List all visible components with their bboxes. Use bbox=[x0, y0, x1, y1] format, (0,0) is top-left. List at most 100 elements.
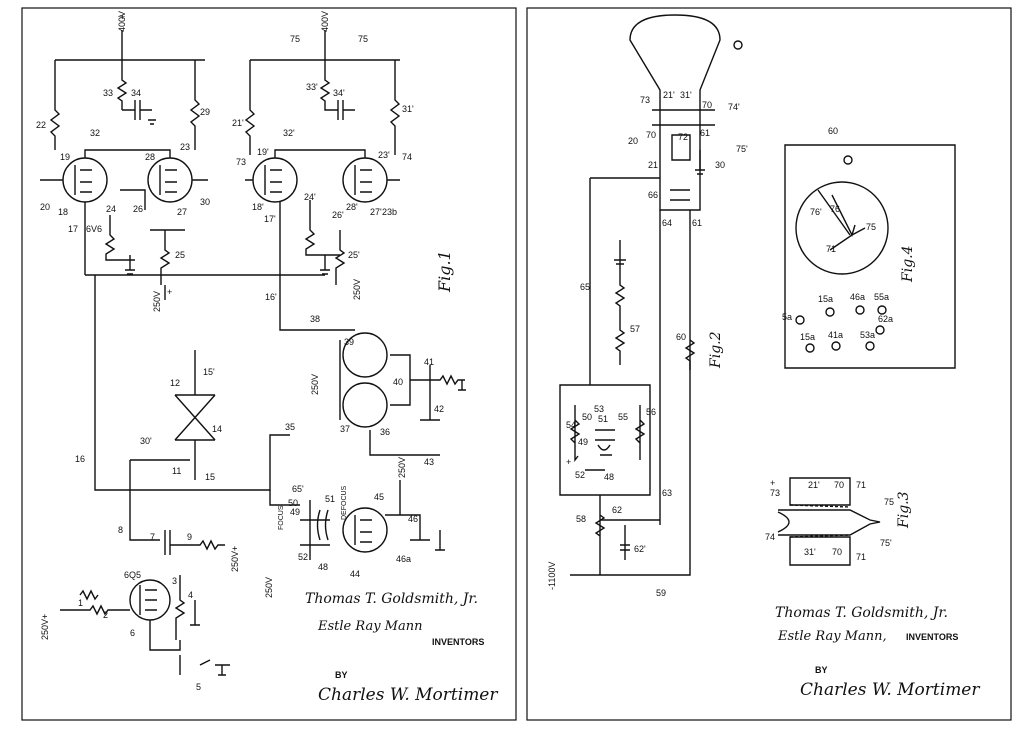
label-35: 35 bbox=[285, 422, 295, 432]
sheet-right-labels: 73 21' 31' 70 74' 20 70 72 61 75' 21 30 … bbox=[547, 90, 980, 700]
label-49: 49 bbox=[290, 507, 300, 517]
label-12: 12 bbox=[170, 378, 180, 388]
r-label-72: 72 bbox=[678, 132, 688, 142]
label-32p: 32' bbox=[283, 128, 295, 138]
label-23: 23 bbox=[180, 142, 190, 152]
r-label-57: 57 bbox=[630, 324, 640, 334]
r-label-62p: 62' bbox=[634, 544, 646, 554]
label-44: 44 bbox=[350, 569, 360, 579]
label-40: 40 bbox=[393, 377, 403, 387]
label-400v: 400V bbox=[117, 11, 127, 32]
r-label-74p: 74' bbox=[728, 102, 740, 112]
label-26: 26 bbox=[133, 204, 143, 214]
sheet-left-labels: 400V + 33 34 22 29 32 19 28 23 20 18 17 … bbox=[36, 11, 498, 705]
r-label-56: 56 bbox=[646, 407, 656, 417]
label-16p: 16' bbox=[265, 292, 277, 302]
label-11: 11 bbox=[172, 466, 181, 476]
label-32: 32 bbox=[90, 128, 100, 138]
f4-label-46a: 46a bbox=[850, 292, 865, 302]
r-label-54: 54 bbox=[566, 420, 576, 430]
label-250v-b: 250V bbox=[352, 279, 362, 300]
r-label-59: 59 bbox=[656, 588, 666, 598]
label-50: 50 bbox=[288, 498, 298, 508]
f3-label-71b: 71 bbox=[856, 552, 866, 562]
attorney-signature: Charles W. Mortimer bbox=[318, 685, 498, 705]
label-14: 14 bbox=[212, 424, 222, 434]
inventor-2-signature: Estle Ray Mann bbox=[317, 619, 423, 634]
label-34p: 34' bbox=[333, 88, 345, 98]
label-7: 7 bbox=[150, 532, 155, 542]
label-46a: 46a bbox=[396, 554, 411, 564]
r-label-66: 66 bbox=[648, 190, 658, 200]
label-52: 52 bbox=[298, 552, 308, 562]
r-attorney-signature: Charles W. Mortimer bbox=[800, 680, 980, 700]
label-15p: 15' bbox=[203, 367, 215, 377]
label-23p: 23' bbox=[378, 150, 390, 160]
f3-label-31p: 31' bbox=[804, 547, 816, 557]
label-6: 6 bbox=[130, 628, 135, 638]
r-inventor-2-signature: Estle Ray Mann, bbox=[777, 629, 887, 644]
r-label-75p: 75' bbox=[736, 144, 748, 154]
sheet-left bbox=[21, 7, 517, 721]
label-plus: + bbox=[120, 12, 125, 22]
sheet-left-border bbox=[21, 7, 517, 721]
r-label-21p: 21' bbox=[663, 90, 675, 100]
f4-label-75: 75 bbox=[866, 222, 876, 232]
label-28: 28 bbox=[145, 152, 155, 162]
r-label-61b: 61 bbox=[692, 218, 702, 228]
label-20: 20 bbox=[40, 202, 50, 212]
label-48: 48 bbox=[318, 562, 328, 572]
label-9: 9 bbox=[187, 532, 192, 542]
label-defocus: DEFOCUS bbox=[341, 485, 348, 520]
label-6q5: 6Q5 bbox=[124, 570, 141, 580]
label-45: 45 bbox=[374, 492, 384, 502]
label-250v-a: 250V bbox=[152, 291, 162, 312]
sheet-right bbox=[526, 7, 1012, 721]
label-27: 27 bbox=[177, 207, 187, 217]
r-label-70: 70 bbox=[702, 100, 712, 110]
r-label-52: 52 bbox=[575, 470, 585, 480]
r-label-30: 30 bbox=[715, 160, 725, 170]
label-25: 25 bbox=[175, 250, 185, 260]
r-label-20: 20 bbox=[628, 136, 638, 146]
label-19: 19 bbox=[60, 152, 70, 162]
f4-label-71: 71 bbox=[826, 244, 836, 254]
label-36: 36 bbox=[380, 427, 390, 437]
f4-label-62a: 62a bbox=[878, 314, 893, 324]
r-label-49: 49 bbox=[578, 437, 588, 447]
fig1-label: Fig.1 bbox=[435, 250, 454, 293]
label-6v6: 6V6 bbox=[86, 224, 102, 234]
label-17: 17 bbox=[68, 224, 78, 234]
r-label-63: 63 bbox=[662, 488, 672, 498]
f3-label-75p: 75' bbox=[880, 538, 892, 548]
sheet-right-border bbox=[526, 7, 1012, 721]
label-37: 37 bbox=[340, 424, 350, 434]
label-27p: 27' bbox=[370, 207, 382, 217]
label-39: 39 bbox=[344, 337, 354, 347]
inventors-label: INVENTORS bbox=[432, 637, 484, 647]
label-1: 1 bbox=[78, 598, 83, 608]
label-30: 30 bbox=[200, 197, 210, 207]
r-label-21: 21 bbox=[648, 160, 658, 170]
label-250v-e: 250V+ bbox=[230, 546, 240, 572]
r-label-64: 64 bbox=[662, 218, 672, 228]
label-23b: 23b bbox=[382, 207, 397, 217]
label-24p: 24' bbox=[304, 192, 316, 202]
r-label-55: 55 bbox=[618, 412, 628, 422]
label-17p: 17' bbox=[264, 214, 276, 224]
f4-label-76p: 76' bbox=[810, 207, 822, 217]
label-73: 73 bbox=[236, 157, 246, 167]
label-51: 51 bbox=[325, 494, 335, 504]
f3-label-73: 73 bbox=[770, 488, 780, 498]
label-28p: 28' bbox=[346, 202, 358, 212]
label-4: 4 bbox=[188, 590, 193, 600]
label-38: 38 bbox=[310, 314, 320, 324]
f4-label-41a: 41a bbox=[828, 330, 843, 340]
label-31p: 31' bbox=[402, 104, 414, 114]
label-75-a: 75 bbox=[290, 34, 300, 44]
r-inventors-label: INVENTORS bbox=[906, 632, 958, 642]
label-21p: 21' bbox=[232, 118, 244, 128]
fig4-label: Fig.4 bbox=[900, 245, 916, 283]
f3-label-71: 71 bbox=[856, 480, 866, 490]
